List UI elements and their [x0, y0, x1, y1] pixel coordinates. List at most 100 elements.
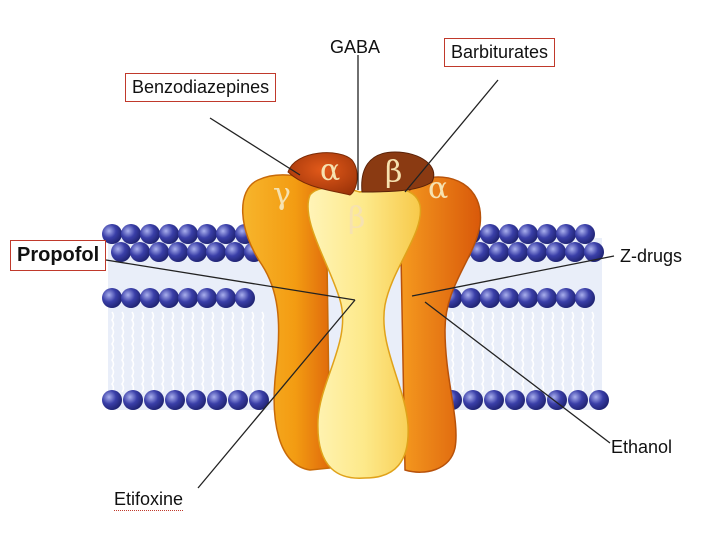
alpha-subunit-right [399, 176, 482, 473]
lipid-head [102, 224, 122, 244]
lipid-tail [161, 311, 165, 393]
alpha-cap-left [287, 152, 358, 196]
lipid-tail [501, 311, 505, 393]
lipid-head [140, 288, 160, 308]
lipid-head [197, 288, 217, 308]
lipid-tail [521, 311, 525, 393]
lipid-head [235, 288, 255, 308]
lipid-head [537, 224, 557, 244]
label-z-drugs: Z-drugs [620, 246, 683, 266]
lipid-tail [491, 311, 495, 393]
subunit-beta-center: β [348, 201, 365, 236]
lipid-head [537, 288, 557, 308]
propofol-pointer [105, 259, 356, 301]
lipid-head [526, 390, 546, 410]
lipid-tail [181, 311, 185, 393]
pointer-lines [105, 55, 615, 489]
lipid-head [102, 288, 122, 308]
label-gaba: GABA [330, 37, 381, 57]
lipid-head [584, 242, 604, 262]
label-barbiturates: Barbiturates [444, 38, 556, 67]
lipid-head [159, 288, 179, 308]
lipid-heads [102, 224, 609, 410]
lipid-head [102, 390, 122, 410]
lipid-head [484, 390, 504, 410]
lipid-head [518, 288, 538, 308]
lipid-head [575, 288, 595, 308]
lipid-head [499, 288, 519, 308]
lipid-head [140, 224, 160, 244]
lipid-head [144, 390, 164, 410]
lipid-head [589, 390, 609, 410]
lipid-tail [561, 311, 565, 393]
lipid-tail [261, 311, 265, 393]
lipid-head [123, 390, 143, 410]
z-drugs-pointer [411, 255, 615, 297]
lipid-head [130, 242, 150, 262]
lipid-tail [191, 311, 195, 393]
benzodiazepines-pointer [209, 117, 301, 176]
label-etifoxine: Etifoxine [114, 489, 184, 511]
lipid-tail [231, 311, 235, 393]
lipid-head [461, 288, 481, 308]
lipid-tail [211, 311, 215, 393]
lipid-head [568, 390, 588, 410]
lipid-head [470, 242, 490, 262]
lipid-head [168, 242, 188, 262]
lipid-tail [201, 311, 205, 393]
lipid-head [149, 242, 169, 262]
lipid-head [216, 288, 236, 308]
lipid-tail [251, 311, 255, 393]
lipid-head [527, 242, 547, 262]
label-propofol: Propofol [10, 240, 107, 271]
etifoxine-pointer [197, 299, 356, 489]
lipid-tail [551, 311, 555, 393]
lipid-tail [111, 311, 115, 393]
lipid-tail [581, 311, 585, 393]
label-ethanol: Ethanol [611, 437, 673, 457]
lipid-head [216, 224, 236, 244]
lipid-head [121, 224, 141, 244]
ethanol-pointer [424, 301, 611, 444]
lipid-head [186, 390, 206, 410]
lipid-head [228, 390, 248, 410]
lipid-tail [511, 311, 515, 393]
lipid-tails [111, 311, 595, 393]
lipid-tail [591, 311, 595, 393]
lipid-tail [151, 311, 155, 393]
lipid-head [187, 242, 207, 262]
barbiturates-pointer [404, 79, 499, 193]
lipid-tail [451, 311, 455, 393]
subunit-alpha-left: α [320, 153, 340, 188]
subunit-gamma: γ [273, 177, 291, 212]
lipid-head [546, 242, 566, 262]
lipid-head [556, 224, 576, 244]
lipid-tail [461, 311, 465, 393]
lipid-head [206, 242, 226, 262]
lipid-head [178, 288, 198, 308]
lipid-tail [141, 311, 145, 393]
lipid-head [547, 390, 567, 410]
lipid-head [518, 224, 538, 244]
lipid-head [463, 390, 483, 410]
lipid-tail [471, 311, 475, 393]
lipid-tail [481, 311, 485, 393]
lipid-head [575, 224, 595, 244]
lipid-tail [131, 311, 135, 393]
lipid-head [556, 288, 576, 308]
lipid-tail [221, 311, 225, 393]
lipid-head [249, 390, 269, 410]
lipid-head [121, 288, 141, 308]
label-benzodiazepines: Benzodiazepines [125, 73, 277, 102]
lipid-head [197, 224, 217, 244]
lipid-tail [531, 311, 535, 393]
lipid-tail [121, 311, 125, 393]
lipid-tail [171, 311, 175, 393]
subunit-alpha-right: α [428, 171, 448, 206]
lipid-head [159, 224, 179, 244]
lipid-head [225, 242, 245, 262]
lipid-tail [241, 311, 245, 393]
lipid-head [207, 390, 227, 410]
lipid-head [480, 224, 500, 244]
